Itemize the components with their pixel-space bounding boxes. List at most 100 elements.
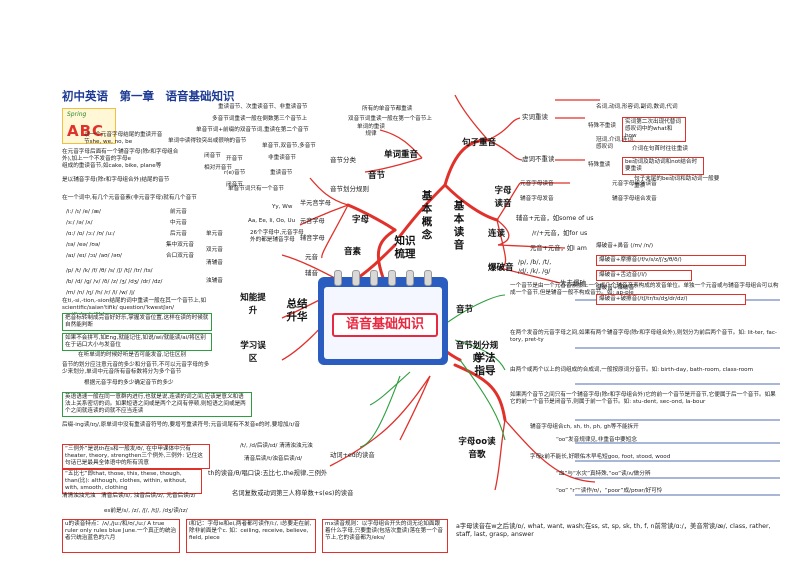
centering-diphthong: 集中双元音 xyxy=(166,242,194,248)
special-stress: 特殊重读 xyxy=(588,162,611,168)
function-word-note: 介词在句首时往往重读 xyxy=(632,146,688,152)
node-phoneme: 音素 xyxy=(344,247,362,257)
node-linking: 连读 xyxy=(488,229,506,239)
node-word-stress: 单词重音 xyxy=(384,150,419,160)
half-vowel: 半元音字母 xyxy=(300,200,331,207)
syllable-rule-5: 辅音字母组合ch, sh, th, ph, gh等不能拆开 xyxy=(530,424,639,430)
oo-rule-1: “oo”发音规律见,非重音中要短念 xyxy=(556,437,637,443)
function-words: 虚词不重读 xyxy=(522,155,555,163)
sound-s: 名词复数或动词第三人称单数+s(es)的读音 xyxy=(232,490,354,497)
logo-letters: ABC xyxy=(67,122,105,140)
ed-rule-2: 清音后读/t/浊音后读/d/ xyxy=(244,456,303,462)
a-rule: a字母读音在w之后读/ɒ/, what, want, wash;在ss, st,… xyxy=(456,523,771,538)
content-words: 名词,动词,形容词,副词,数词,代词 xyxy=(596,104,678,110)
vowel: 元音 xyxy=(305,253,318,261)
linking-2: /r/+元音，如for us xyxy=(532,230,588,237)
mx-rule: mx读音规则：以字母组合开头的词无论如面跟着什么字母,只要重读(包括次重读)落在… xyxy=(322,519,448,553)
plosive-e: 爆破音+破擦音(/tʃ/tr/ts/dʒ/dr/dz/) xyxy=(596,294,746,305)
center-label: 语音基础知识 xyxy=(332,313,438,337)
text-t12: 组成的重读音节,如cake, bike, plane等 xyxy=(62,163,162,169)
skill-3: 在听单词的时候好听是否可能发音,记住区别 xyxy=(78,352,187,358)
consonant-rule: 26个字母中,元音字母外的都是辅音字母 xyxy=(250,230,304,244)
syllable-rule-4: 如果两个音节之间只有一个辅音字母(除r和字母组合外)它的前一个音节是开音节,它便… xyxy=(510,392,776,406)
text-t9: 单词中读得较突出或很响的音节 xyxy=(168,138,247,144)
vowel-letters: 元音字母 xyxy=(300,218,325,225)
vowel-row-3: /ɑ:/ /ɒ/ /ɔ:/ /ʊ/ /u:/ xyxy=(66,231,115,237)
closed-syllable: 闭音节 xyxy=(204,153,221,159)
node-summary: 总结升华 xyxy=(286,298,308,323)
u-rule: u的读音特点：/ʌ/,/ju:/和/ʊ/,/u:/ A true ruler o… xyxy=(62,519,180,553)
plosive-c: 爆破音+舌边音(/l/) xyxy=(596,270,692,281)
text-t10: 以一个元音字母结尾的重读开音节she, we, no, be xyxy=(84,132,163,146)
half-vowel-letters: Yy, Ww xyxy=(272,204,293,210)
consonant-letter-sound: 辅音字母发音 xyxy=(520,196,554,202)
plosive-1: /p/, /b/, /t/, xyxy=(518,259,552,266)
relative-open: 相对开音节 xyxy=(204,165,232,171)
plosive-b: 爆破音+摩擦音(/f/v/s/z/ʃ/ʒ/θ/ð/) xyxy=(596,255,746,266)
vowel-row-2: /ɜ:/ /ə/ /ʌ/ xyxy=(66,220,93,226)
text-t5: 单音节词+前缀的双音节词,重读在第二个音节 xyxy=(196,127,309,133)
special-no-stress: 特殊不重读 xyxy=(588,123,616,129)
plosive-2: /d/, /k/, /g/ xyxy=(518,268,551,275)
node-sentence-stress: 句子重音 xyxy=(462,138,497,148)
text-t16: 在一个词中,有几个元音音素(非元音字母)就有几个音节 xyxy=(62,195,197,201)
five-vowels: Aa, Ee, Ii, Oo, Uu xyxy=(248,218,296,224)
plosive-a: 爆破音+鼻音 (/m/ /n/) xyxy=(596,243,654,249)
plosive-d: 爆破音+爆破音 xyxy=(596,285,635,291)
node-letter: 字母 xyxy=(352,215,370,225)
text-t2: 双音节词重读一般在第一个音节上 xyxy=(348,116,432,122)
sound-ed: 动词+ed的读音 xyxy=(330,452,375,459)
node-misconceptions: 学习误区 xyxy=(240,341,266,364)
mis-3: 英语语速一般在同一意群内进行,也就是说,连读的词之间,应该是意义和语法上关系密切… xyxy=(62,392,252,417)
special-rule-1: 实词第二次出现代替词 xyxy=(625,119,681,125)
vowel-letter-reading: 元音字母读音 xyxy=(520,181,554,187)
syllable-div-label: 音节划分规则 xyxy=(330,185,369,193)
text-t13: 是以辅音字母(除r和字母组合外)结尾的音节 xyxy=(62,177,170,183)
mis-2: 根据元音字母的多少确定音节的多少 xyxy=(84,380,174,386)
voiced: 浊辅音 xyxy=(206,278,223,284)
special-rule-2: 感叹词中的what和how xyxy=(625,126,673,139)
node-basic-concepts: 基本概念 xyxy=(421,190,433,241)
consonant-row-2: /b/ /d/ /g/ /v/ /ð/ /z/ /ʒ/ /dʒ/ /dr/ /d… xyxy=(66,279,163,285)
mis-1: 音节的划分应注意元音的多少和分音节,不可以元音字母的多少来划分,单词中元音所有音… xyxy=(62,362,210,376)
node-syllable: 音节 xyxy=(368,171,386,181)
special-stress-2: 句子末尾的be动词和助动词一般要重读 xyxy=(634,176,720,190)
oo-rule-2: 字母k前不能长,好眼佑木早毛短goo, foot, stood, wood xyxy=(530,454,671,460)
vowel-combo-reading: 元音字母组合读音 xyxy=(612,181,657,187)
text-t7: 非重读音节 xyxy=(268,155,296,161)
s-rule-1: 清清浊浊元浊 清音后读/s/, 浊音后读/z/, 元音后读/z/ xyxy=(62,493,196,499)
back-vowel: 后元音 xyxy=(170,231,187,237)
th-rule-2: “五比七”即that, those, this, these, though, … xyxy=(62,469,202,494)
node-letter-reading: 字母读音 xyxy=(494,186,512,209)
front-vowel: 前元音 xyxy=(170,209,187,215)
oo-rule-4: “oo” “r”“读作/ʊ/，“poor”成/pʊər/好可怜 xyxy=(556,488,663,494)
closing-diphthong: 合口双元音 xyxy=(166,253,194,259)
special-stress-1: be动词及助动词和not结合时要重读 xyxy=(622,157,704,175)
node-syllable-div: 音节划分规则 xyxy=(455,341,499,364)
text-t1: 所有的单音节都重读 xyxy=(362,106,413,112)
oo-rule-3: “血”与“水灾”真特殊,“oo”读/ʌ/做分辨 xyxy=(556,471,651,477)
node-syllable-2: 音节 xyxy=(456,305,474,315)
open-syllable: 开音节 xyxy=(226,156,243,162)
node-skills: 知能提升 xyxy=(240,293,266,316)
sound-th: th的读音/θ/唱口诀:五比七,the规律,三例外 xyxy=(208,470,328,477)
skill-1: 把音标转制成完音好好乐,掌握发音位置,这样在读的时候就自然能判断 xyxy=(62,313,212,331)
consonant-letters: 辅音字母 xyxy=(300,235,325,242)
syllable-class: 音节分类 xyxy=(330,156,356,164)
syllable-rule-3: 由两个或两个以上的词组成的合成词,一般按原词分音节。如: birth-day, … xyxy=(510,367,754,373)
voiceless: 清辅音 xyxy=(206,260,223,266)
mis-4: 后缀-ing读/ɪŋ/,原单词中没有重读音符号的,要增写重读符号;元音词尾有不发… xyxy=(62,422,300,428)
ed-rule-1: /t/, /d/后读/ɪd/ 清清浊浊元浊 xyxy=(240,443,313,449)
text-t8: 重读音节 xyxy=(270,170,293,176)
single-vowel: 单元音 xyxy=(206,231,223,237)
stressed-words: 实词重读 xyxy=(522,113,548,121)
node-basic-reading: 基本读音 xyxy=(453,200,465,251)
consonant-row-3: /m/ /n/ /ŋ/ /h/ /r/ /l/ /w/ /j/ xyxy=(66,290,135,296)
r-syllable: r(e)音节 xyxy=(224,170,246,176)
ie-rule: i和记：字母ie和ei,两者都可读作/i:/, i总要走在前,除非前面是个c. … xyxy=(186,519,316,553)
center-calendar: 语音基础知识 xyxy=(318,270,448,365)
skill-2: 如果不会拼写,如Eng,就能记住,如说/wi/就能读/ai/将区别在于话口大小与… xyxy=(62,333,212,351)
node-knowledge: 知识梳理 xyxy=(394,235,416,260)
function-word-list: 冠词,介词,连词,感叹词 xyxy=(596,137,635,151)
vowel-row-4: /ɪə/ /eə/ /ʊə/ xyxy=(66,242,101,248)
